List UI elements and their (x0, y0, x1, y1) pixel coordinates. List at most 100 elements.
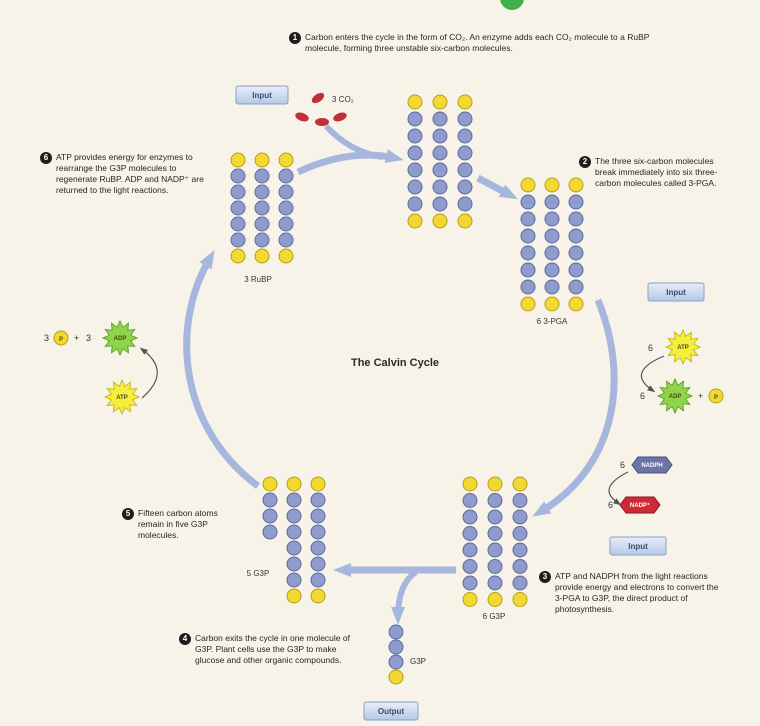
pi-coefficient: 3 (44, 333, 49, 343)
arrow-co2-entry (323, 123, 383, 160)
carbon-atom (407, 179, 423, 195)
carbon-atom (457, 111, 473, 127)
carbon-atom (407, 128, 423, 144)
arrow-rubp-to-six-carbon (296, 149, 404, 176)
carbon-atom (462, 575, 478, 591)
phosphate-group (568, 296, 584, 312)
phosphate-group (432, 213, 448, 229)
carbon-atom (512, 526, 528, 541)
step-4-annotation: 4 Carbon exits the cycle in one molecule… (179, 633, 357, 666)
co2-molecule (311, 92, 325, 104)
nadph-reaction-arrow (608, 471, 629, 506)
six-g3p-label: 6 G3P (483, 612, 506, 621)
output-box-label: Output (378, 707, 405, 716)
phosphate-icon (708, 388, 724, 404)
carbon-atom (568, 262, 584, 278)
carbon-atom (568, 228, 584, 244)
step-number-badge: 5 (122, 508, 134, 520)
carbon-atom (432, 196, 448, 212)
carbon-atom (544, 262, 560, 278)
carbon-atom (230, 232, 246, 248)
carbon-atom (457, 179, 473, 195)
phosphate-group (254, 152, 270, 168)
carbon-atom (310, 556, 326, 572)
carbon-atom (462, 509, 478, 525)
carbon-atom (310, 524, 326, 540)
phosphate-group (407, 94, 423, 110)
nadph-hexagon-icon (631, 456, 673, 474)
carbon-atom (457, 128, 473, 144)
carbon-atom (520, 211, 536, 227)
carbon-atom (462, 526, 478, 541)
plus-sign: + (74, 333, 79, 343)
carbon-atom (487, 509, 503, 525)
carbon-atom (262, 492, 278, 508)
plus-sign: + (698, 391, 703, 401)
step-6-annotation: 6 ATP provides energy for enzymes to rea… (40, 152, 218, 196)
co2-input-box (235, 85, 289, 105)
carbon-atom (310, 508, 326, 524)
atp-star-icon (103, 378, 141, 416)
nadph-label: NADPH (641, 463, 662, 469)
carbon-atom (407, 145, 423, 161)
carbon-atom (310, 492, 326, 508)
adp-label: ADP (114, 336, 127, 342)
carbon-atom (278, 232, 294, 248)
carbon-atom (487, 559, 503, 574)
phosphate-group (520, 177, 536, 193)
decorative-circle (500, 0, 524, 10)
carbon-atom (230, 200, 246, 216)
carbon-atom (487, 542, 503, 558)
carbon-atom (254, 168, 270, 184)
co2-input: Input 3 CO₂ (235, 85, 354, 126)
carbon-atom (286, 492, 302, 508)
carbon-atom (407, 162, 423, 178)
carbon-atom (520, 245, 536, 261)
carbon-atom (462, 559, 478, 574)
carbon-atom (432, 162, 448, 178)
step-1-text: Carbon enters the cycle in the form of C… (305, 32, 650, 53)
carbon-atom (520, 279, 536, 295)
phosphate-symbol: P (714, 395, 718, 401)
atp-reaction-arrow (640, 355, 665, 393)
regeneration-energy: 3 P + 3 ADP ATP (44, 319, 141, 416)
carbon-atom (254, 200, 270, 216)
phosphate-group (544, 296, 560, 312)
carbon-atom (462, 542, 478, 558)
phosphate-group (278, 248, 294, 264)
carbon-atom (462, 493, 478, 508)
step-5-text: Fifteen carbon atoms remain in five G3P … (138, 508, 218, 540)
phosphate-group (254, 248, 270, 264)
pga-label: 6 3-PGA (537, 317, 568, 326)
nadph-coefficient: 6 (620, 460, 625, 470)
phosphate-group (286, 476, 302, 492)
phosphate-group (388, 669, 404, 685)
rubp-molecule-stack (230, 152, 294, 264)
carbon-atom (457, 162, 473, 178)
step-3-annotation: 3 ATP and NADPH from the light reactions… (539, 571, 727, 615)
phosphate-group (286, 588, 302, 604)
carbon-atom (278, 184, 294, 200)
phosphate-group (407, 213, 423, 229)
arrow-g3p-output (391, 569, 418, 625)
step-6-text: ATP provides energy for enzymes to rearr… (56, 152, 204, 195)
carbon-atom (544, 228, 560, 244)
phosphate-group (457, 94, 473, 110)
diagram-title: The Calvin Cycle (351, 357, 439, 369)
phosphate-group (568, 177, 584, 193)
carbon-atom (254, 232, 270, 248)
carbon-atom (278, 216, 294, 232)
carbon-atom (230, 168, 246, 184)
carbon-atom (407, 196, 423, 212)
phosphate-group (462, 592, 478, 607)
carbon-atom (278, 200, 294, 216)
atp-input-box-label: Input (666, 288, 686, 297)
carbon-atom (230, 184, 246, 200)
phosphate-group (457, 213, 473, 229)
step-number-badge: 6 (40, 152, 52, 164)
carbon-atom (457, 145, 473, 161)
step-5-annotation: 5 Fifteen carbon atoms remain in five G3… (122, 508, 238, 541)
atp-coefficient: 6 (648, 343, 653, 353)
carbon-atom (487, 493, 503, 508)
